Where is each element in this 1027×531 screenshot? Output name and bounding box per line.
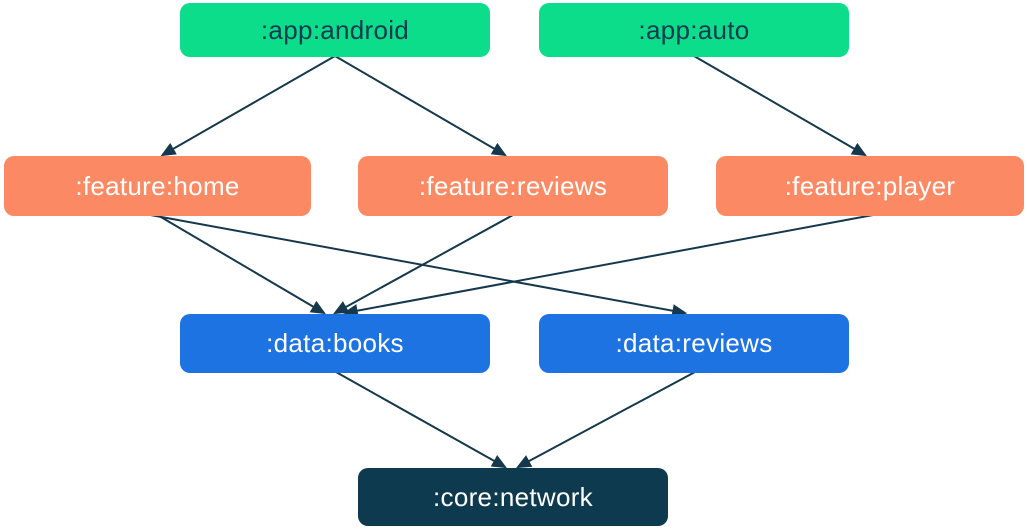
edge-app-android-to-feature-reviews	[334, 55, 507, 157]
edge-feature-home-to-data-reviews	[150, 214, 688, 318]
edge-app-auto-to-feature-player	[693, 55, 867, 157]
edge-data-reviews-to-core-network	[516, 371, 696, 469]
edge-group	[150, 55, 874, 469]
node-data-books: :data:books	[180, 314, 490, 373]
node-core-network: :core:network	[358, 468, 668, 526]
node-feature-reviews: :feature:reviews	[358, 156, 668, 216]
edge-feature-reviews-to-data-books	[333, 214, 514, 315]
edge-feature-home-to-data-books	[156, 214, 326, 315]
edge-feature-player-to-data-books	[342, 214, 874, 318]
node-data-reviews: :data:reviews	[539, 314, 849, 373]
node-app-auto: :app:auto	[539, 3, 849, 57]
node-feature-player: :feature:player	[716, 156, 1024, 216]
edge-app-android-to-feature-home	[160, 55, 336, 157]
node-feature-home: :feature:home	[4, 156, 311, 216]
node-app-android: :app:android	[180, 3, 490, 57]
edge-data-books-to-core-network	[335, 371, 507, 469]
